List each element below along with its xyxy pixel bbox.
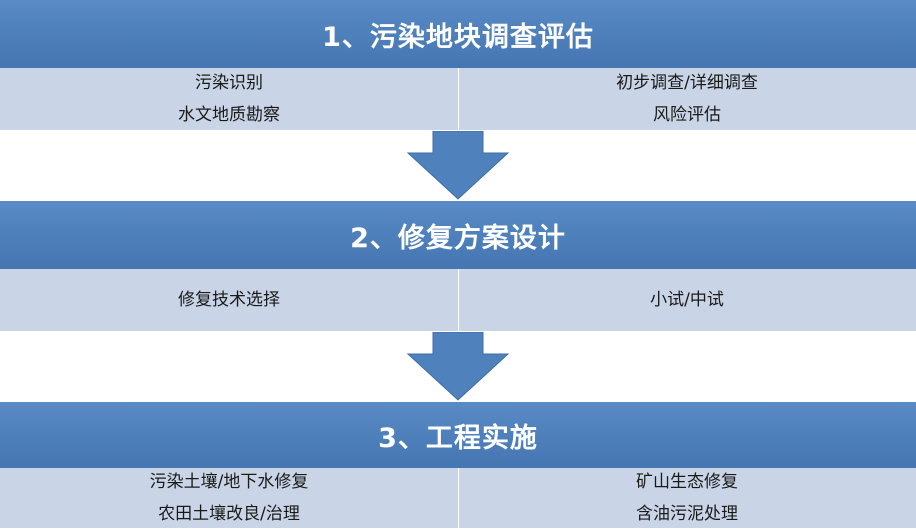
stage-3-left-column: 污染土壤/地下水修复 农田土壤改良/治理	[0, 468, 459, 528]
stage-1-details: 污染识别 水文地质勘察 初步调查/详细调查 风险评估	[0, 68, 916, 131]
stage-3-left-item: 污染土壤/地下水修复	[149, 472, 309, 492]
stage-2-header: 2、修复方案设计	[0, 201, 916, 269]
stage-3-right-column: 矿山生态修复 含油污泥处理	[458, 468, 916, 528]
stage-1-right-item: 初步调查/详细调查	[616, 73, 758, 93]
stage-2-right-item: 小试/中试	[650, 290, 724, 310]
stage-2-details: 修复技术选择 小试/中试	[0, 269, 916, 332]
stage-3-left-item: 农田土壤改良/治理	[158, 504, 300, 524]
stage-1-right-item: 风险评估	[653, 105, 721, 125]
stage-3-right-item: 矿山生态修复	[636, 472, 738, 492]
stage-2-right-column: 小试/中试	[458, 269, 916, 331]
stage-1-right-column: 初步调查/详细调查 风险评估	[458, 68, 916, 130]
flow-arrow-2	[0, 332, 916, 401]
stage-1-title: 1、污染地块调查评估	[322, 21, 594, 53]
stage-3-right-item: 含油污泥处理	[636, 504, 738, 524]
stage-2-left-item: 修复技术选择	[178, 290, 280, 310]
stage-3-details: 污染土壤/地下水修复 农田土壤改良/治理 矿山生态修复 含油污泥处理	[0, 468, 916, 528]
stage-3-header: 3、工程实施	[0, 402, 916, 468]
stage-2-title: 2、修复方案设计	[350, 222, 566, 254]
stage-3-title: 3、工程实施	[378, 422, 538, 454]
stage-1-header: 1、污染地块调查评估	[0, 0, 916, 68]
stage-1-left-item: 水文地质勘察	[178, 105, 280, 125]
stage-1-left-item: 污染识别	[195, 73, 263, 93]
stage-1-left-column: 污染识别 水文地质勘察	[0, 68, 459, 130]
stage-2-left-column: 修复技术选择	[0, 269, 459, 331]
flow-arrow-1	[0, 131, 916, 200]
